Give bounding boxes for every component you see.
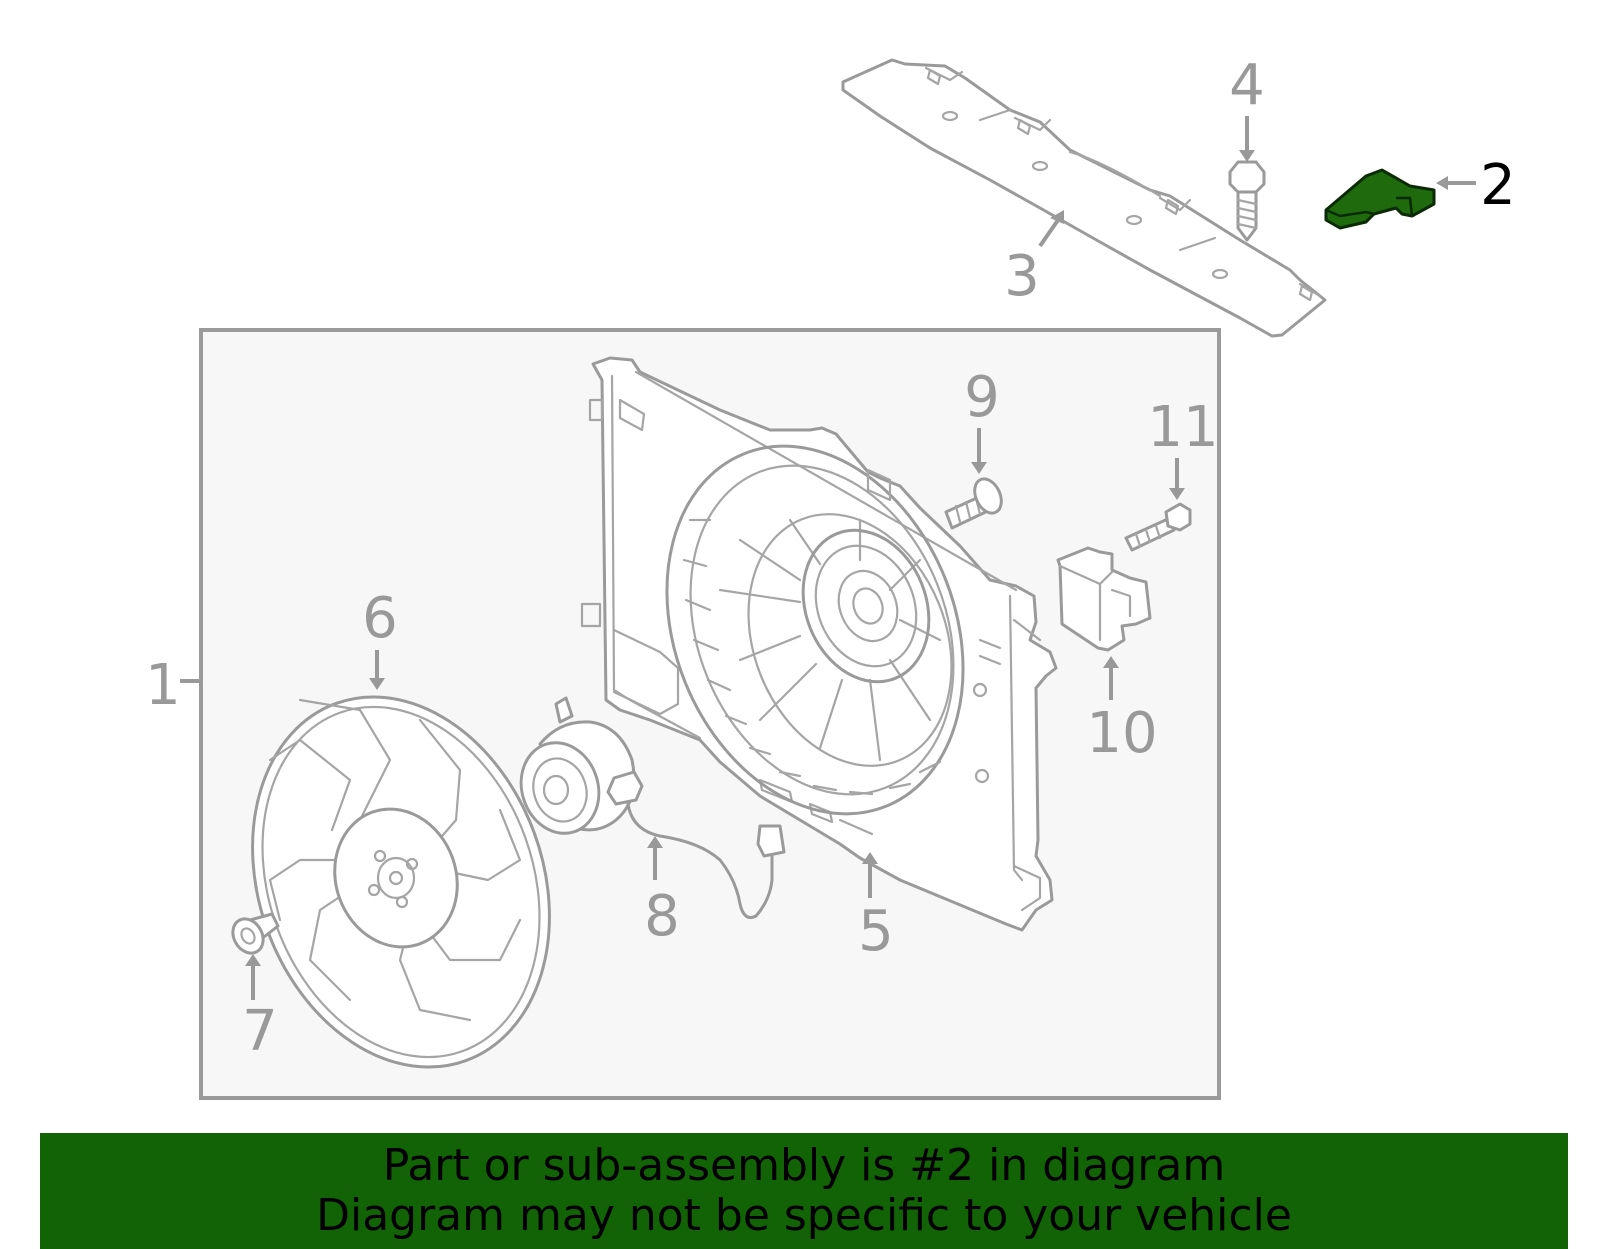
callout-11: 11 xyxy=(1147,395,1218,460)
part-10-module[interactable] xyxy=(1056,546,1152,652)
callout-2: 2 xyxy=(1480,153,1516,218)
part-6-fan[interactable] xyxy=(203,655,600,1109)
callout-7: 7 xyxy=(242,999,278,1064)
callout-6: 6 xyxy=(362,586,398,651)
callout-8: 8 xyxy=(644,884,680,949)
callout-5: 5 xyxy=(858,899,894,964)
part-11-bolt[interactable] xyxy=(1124,502,1192,552)
info-banner: Part or sub-assembly is #2 in diagram Di… xyxy=(40,1133,1568,1249)
part-7-clip[interactable] xyxy=(227,912,280,958)
callout-9: 9 xyxy=(964,365,1000,430)
banner-line-1: Part or sub-assembly is #2 in diagram xyxy=(382,1140,1226,1191)
banner-line-2: Diagram may not be specific to your vehi… xyxy=(316,1190,1292,1241)
callout-4: 4 xyxy=(1229,53,1265,118)
callout-3: 3 xyxy=(1004,244,1040,309)
part-2-highlighted[interactable] xyxy=(1324,168,1436,230)
callout-arrows xyxy=(245,116,1476,1000)
part-8-motor[interactable] xyxy=(510,696,786,919)
part-5-shroud[interactable] xyxy=(580,356,1058,932)
part-4-bolt[interactable] xyxy=(1228,160,1266,242)
part-9-bolt[interactable] xyxy=(944,475,1006,530)
callout-1: 1 xyxy=(145,653,181,718)
part-3-bracket[interactable] xyxy=(841,58,1327,338)
callout-10: 10 xyxy=(1086,701,1157,766)
